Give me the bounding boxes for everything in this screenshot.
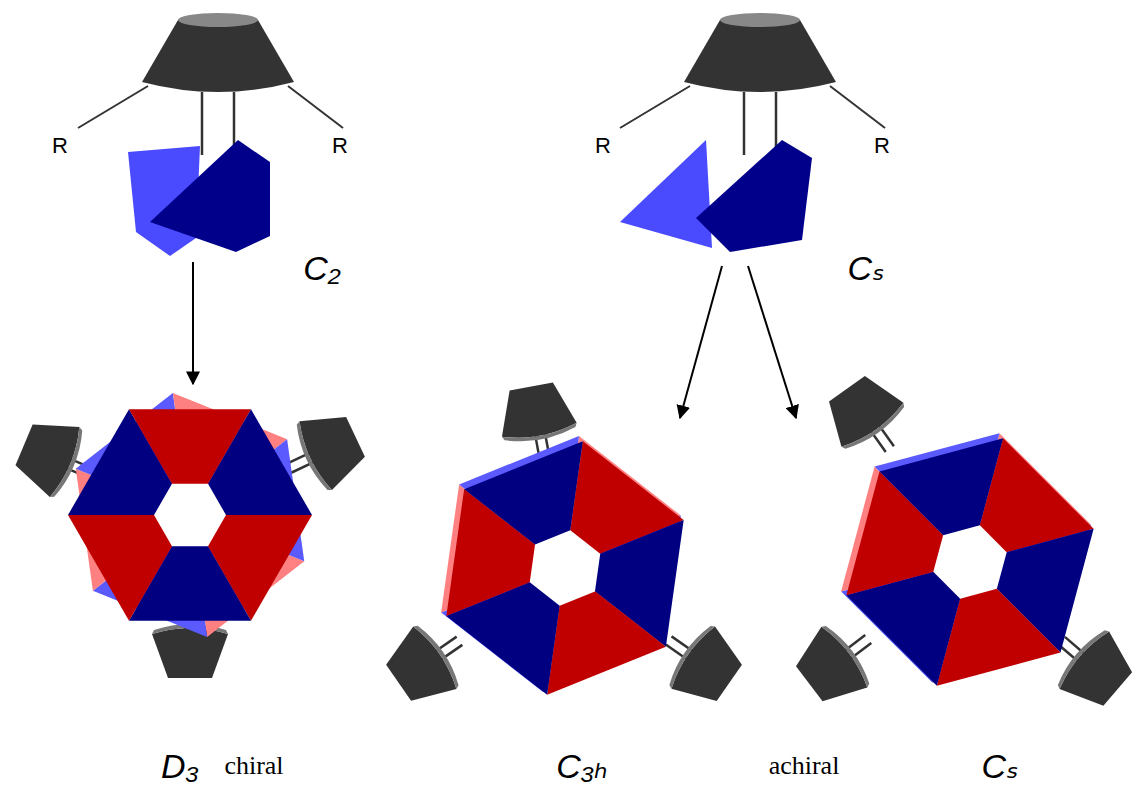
ligand-wedge <box>150 140 270 252</box>
hexagonal-ring <box>841 433 1094 686</box>
cap-block-body <box>1055 628 1142 718</box>
substituent-label: R <box>595 135 611 157</box>
r-arm <box>78 86 148 128</box>
substituent-label: R <box>52 135 68 157</box>
cap-block-body <box>9 410 85 499</box>
cap-block-edge <box>413 621 464 689</box>
symmetry-label: C₂ <box>303 251 341 285</box>
ligand-wedge <box>696 140 812 252</box>
cap-block-edge <box>290 421 331 494</box>
substituent-label: R <box>874 135 890 157</box>
ring-hole <box>933 525 1006 598</box>
cone-body <box>142 20 294 92</box>
cap-block-edge <box>821 621 875 688</box>
substituent-label: R <box>332 135 348 157</box>
r-arm <box>288 86 343 128</box>
symmetry-label: Cₛ <box>981 749 1018 783</box>
cap-block <box>816 367 921 471</box>
cap-block-edge <box>663 621 715 689</box>
hexagonal-ring <box>441 436 684 695</box>
cap-block-body <box>152 628 228 678</box>
symmetry-label: D₃ <box>161 749 199 783</box>
cone-cap <box>620 13 885 155</box>
chirality-label: chiral <box>224 753 283 779</box>
ligand-wedge <box>620 140 712 248</box>
r-arm <box>830 86 885 128</box>
ring-hole <box>154 484 226 546</box>
cone-top <box>720 13 800 27</box>
symmetry-label: C₃ₕ <box>556 749 608 783</box>
linker-stick <box>201 92 204 155</box>
cone-body <box>684 20 836 92</box>
cap-block-body <box>494 379 578 442</box>
r-arm <box>620 86 690 128</box>
reaction-arrow <box>192 262 194 384</box>
hexagonal-ring <box>68 393 312 637</box>
linker-stick <box>743 92 746 155</box>
ring-hole <box>530 530 600 605</box>
cap-block-edge <box>841 403 909 455</box>
reaction-arrow <box>748 266 796 418</box>
symmetry-label: Cₛ <box>847 251 884 285</box>
reaction-arrow <box>680 266 722 418</box>
cone-cap <box>78 13 343 155</box>
cone-top <box>178 13 258 27</box>
chirality-label: achiral <box>769 753 840 779</box>
